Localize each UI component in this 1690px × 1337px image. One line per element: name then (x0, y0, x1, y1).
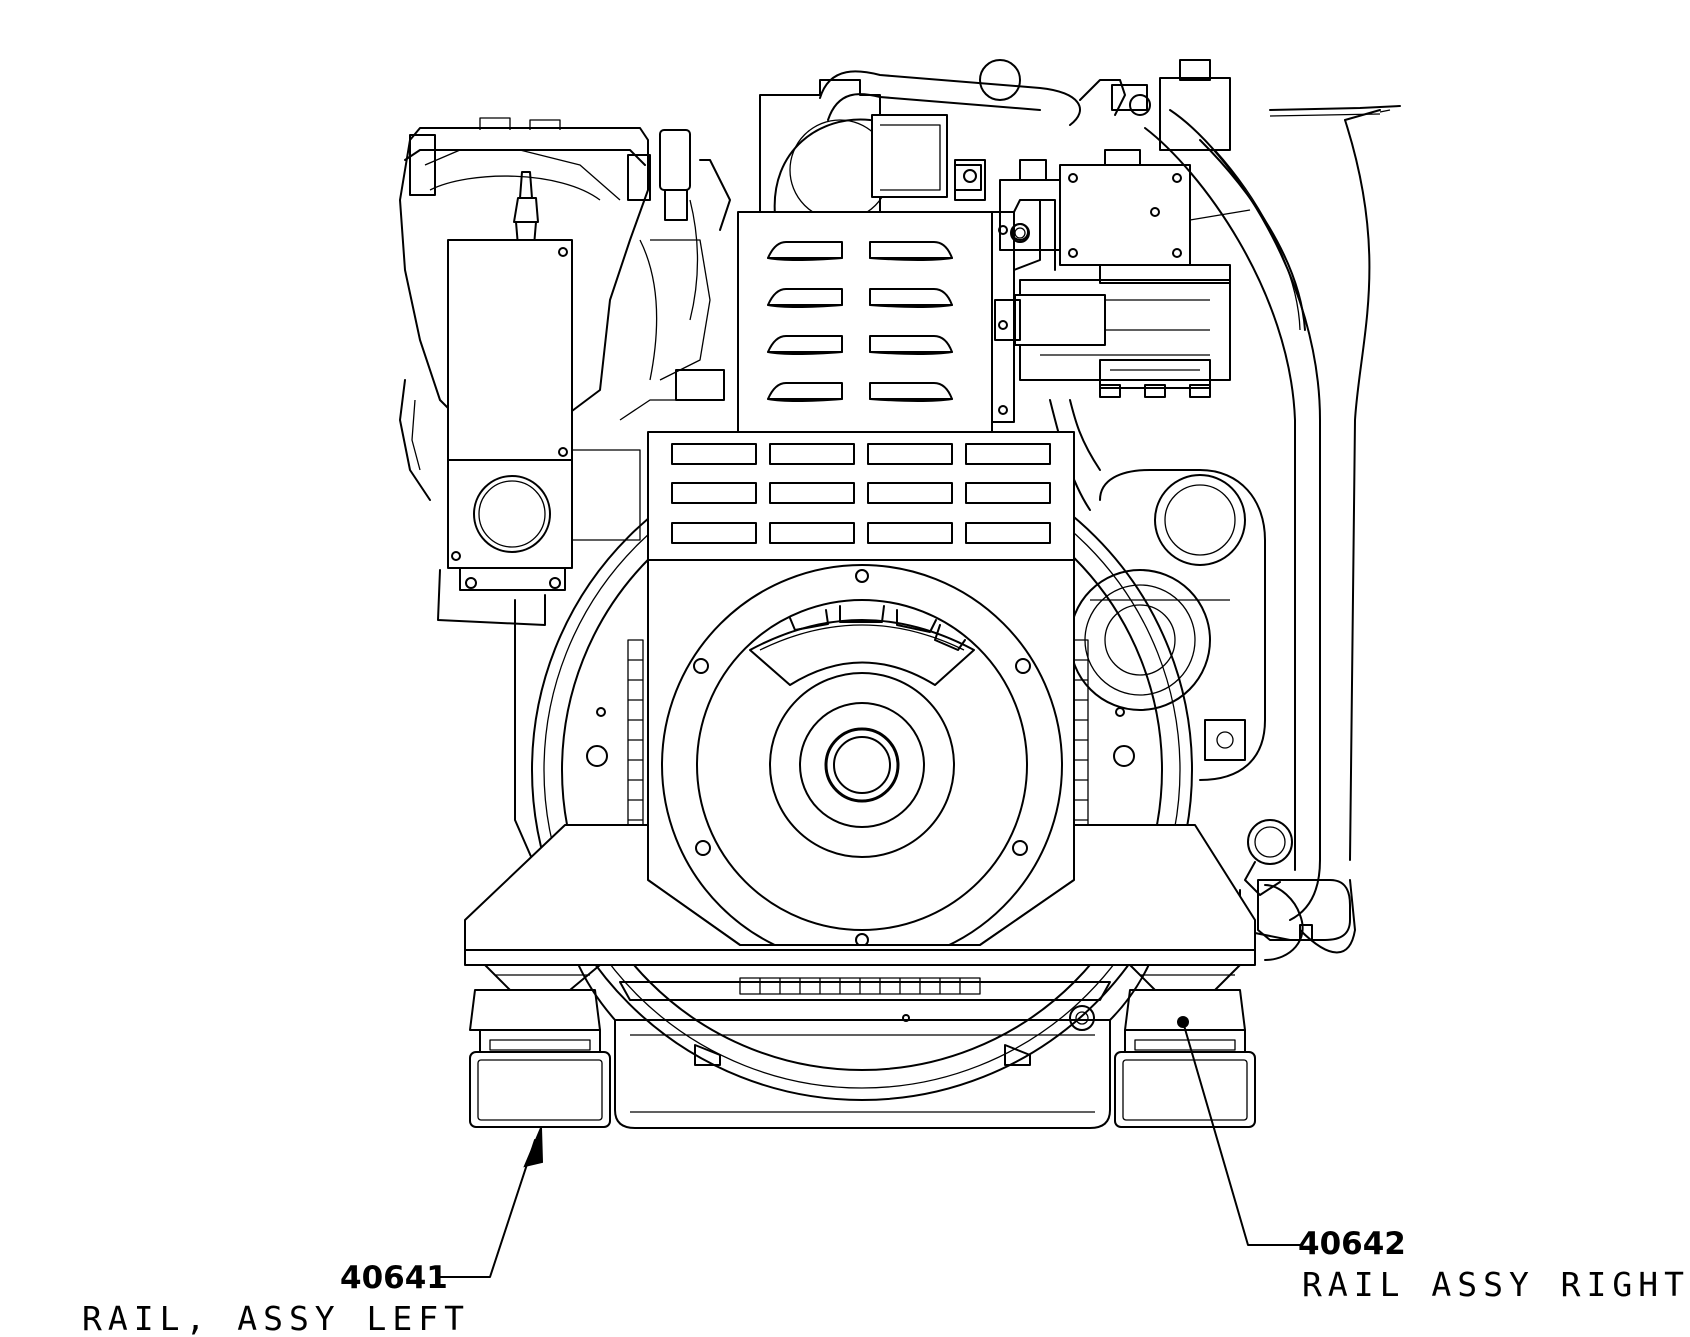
rotor-assembly (661, 564, 1063, 966)
turbo-housing-left (399, 117, 651, 501)
fuel-pump-right (954, 149, 1251, 266)
sensor-probe-left (513, 171, 539, 247)
mounting-base (464, 824, 1256, 1129)
control-box-left (437, 239, 641, 626)
generator-face-plate (647, 431, 1075, 946)
rail-left (469, 964, 611, 1128)
coolant-hose-upper (819, 59, 1231, 151)
leader-arrow-icon (523, 1127, 544, 1168)
callout-left-description: RAIL, ASSY LEFT (82, 1299, 470, 1337)
generator-vent-slots (586, 639, 1135, 1022)
callout-right-part-number: 40642 (1298, 1226, 1406, 1262)
rail-right (1114, 964, 1256, 1128)
leader-line-left (437, 1127, 544, 1278)
callout-left-part-number: 40641 (340, 1260, 448, 1296)
radiator-hose-right (1049, 105, 1401, 961)
sensor-cluster-mid (619, 129, 731, 421)
leader-line-right (1182, 1021, 1301, 1246)
callout-right-description: RAIL ASSY RIGHT (1302, 1265, 1690, 1304)
intake-louvers (767, 241, 953, 402)
idler-pulleys-right (1069, 469, 1266, 781)
injection-pump-right (994, 264, 1231, 398)
grille-slots (671, 443, 1051, 544)
air-intake-box (737, 159, 1056, 433)
